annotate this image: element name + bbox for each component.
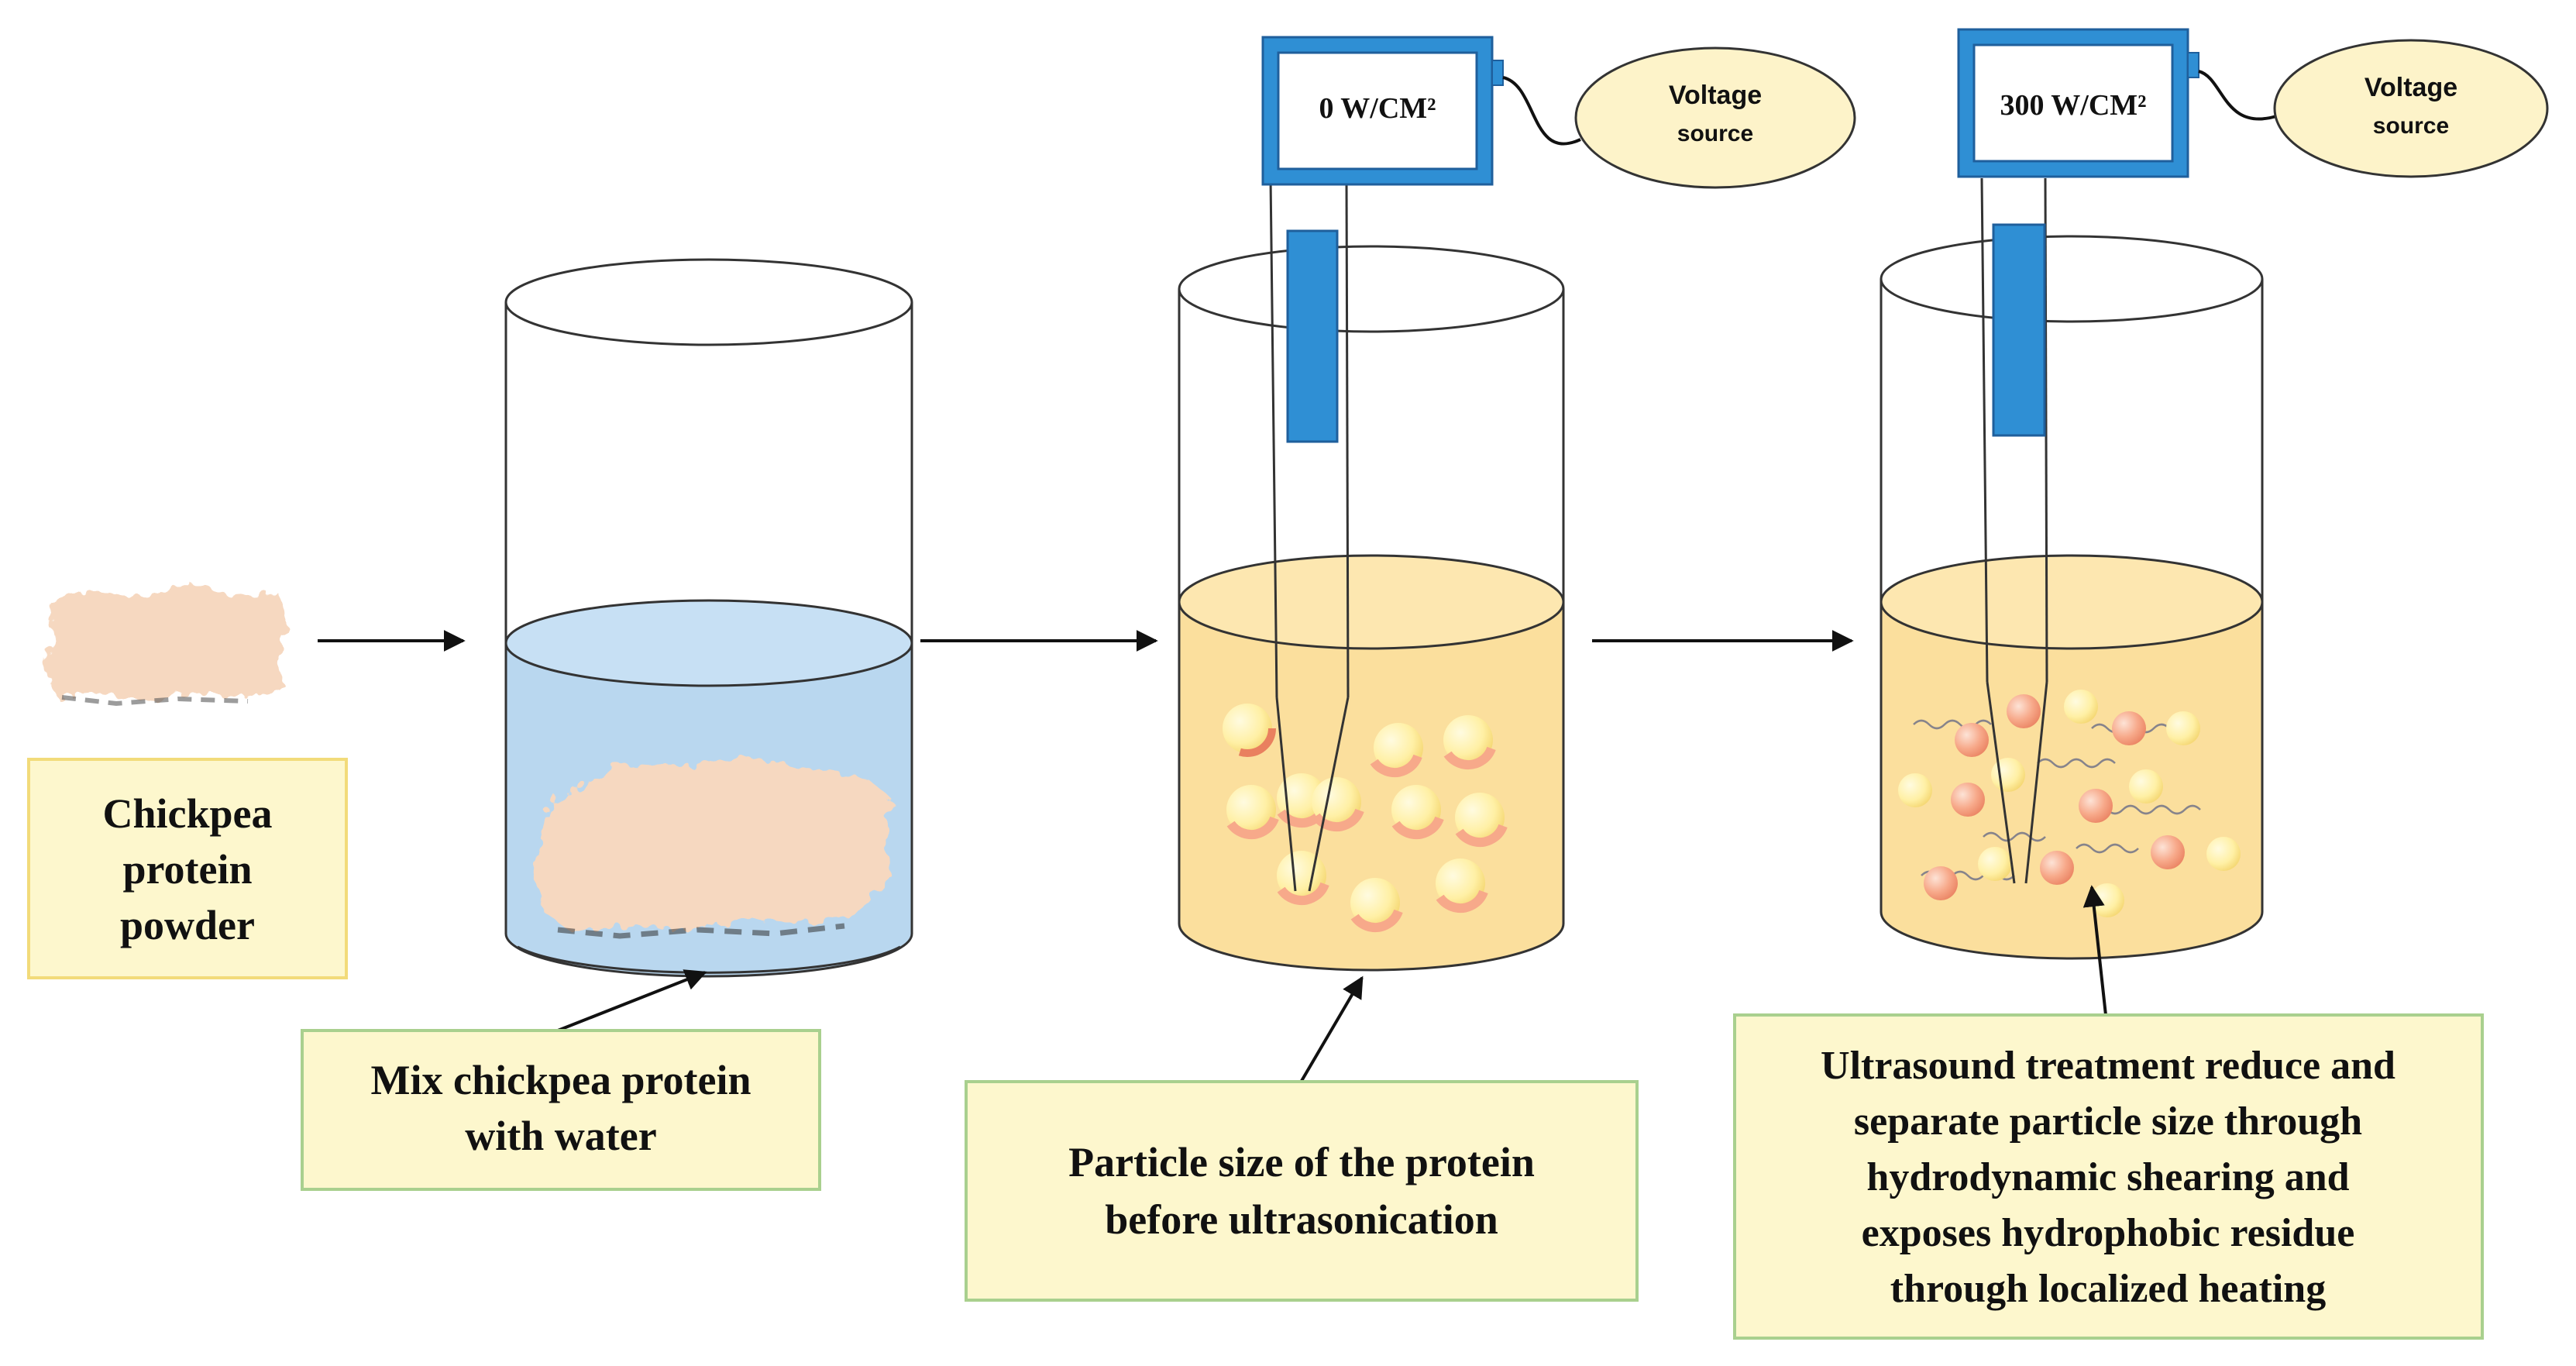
particle xyxy=(1991,758,2025,792)
pointer-before xyxy=(1300,975,1364,1082)
particle xyxy=(1436,858,1485,908)
particle xyxy=(1226,785,1276,834)
particle xyxy=(1350,878,1400,927)
beaker-water-mix xyxy=(504,258,913,978)
particle xyxy=(2129,769,2163,803)
particle xyxy=(1219,700,1276,757)
particle xyxy=(1898,773,1932,807)
chickpea-powder-pile xyxy=(45,583,288,707)
before-label-line-1: Particle size of the protein xyxy=(1068,1139,1535,1185)
beaker-before-ultrasound xyxy=(1178,245,1565,972)
powder-label-line-1: Chickpea xyxy=(102,790,272,837)
particle xyxy=(1443,715,1493,765)
ultrasound-device-0w: 0 W/CM² xyxy=(1261,36,1581,443)
particle xyxy=(1455,793,1505,842)
ultrasound-device-300w: 300 W/CM² xyxy=(1957,28,2277,437)
particle xyxy=(2166,711,2200,745)
pointer-mix xyxy=(557,969,707,1032)
after-label-line-4: exposes hydrophobic residue xyxy=(1862,1211,2355,1255)
particle xyxy=(1346,873,1405,932)
label-mix: Mix chickpea protein with water xyxy=(301,1029,821,1191)
label-chickpea-powder: Chickpea protein powder xyxy=(27,758,348,979)
particle xyxy=(1365,718,1424,777)
particle xyxy=(1272,846,1331,905)
particle xyxy=(2040,851,2074,885)
particle xyxy=(1951,783,1985,817)
particle xyxy=(1450,788,1509,847)
device-300w-display: 300 W/CM² xyxy=(2000,89,2146,122)
probe-horn-2 xyxy=(1992,223,2046,437)
particle xyxy=(2079,789,2113,823)
particle xyxy=(1307,772,1366,831)
particle xyxy=(1387,780,1446,839)
after-label-line-1: Ultrasound treatment reduce and xyxy=(1821,1044,2395,1088)
probe-horn-1 xyxy=(1286,229,1339,443)
probe-wires-1 xyxy=(1269,177,1350,892)
after-label-line-2: separate particle size through xyxy=(1854,1099,2362,1144)
particle xyxy=(2206,837,2241,871)
label-before: Particle size of the protein before ultr… xyxy=(965,1080,1639,1302)
powder-in-water xyxy=(535,755,891,934)
particle xyxy=(1978,847,2012,881)
particle xyxy=(1431,854,1490,913)
beaker-after-ultrasound xyxy=(1880,235,2264,960)
particles-small xyxy=(1898,690,2241,917)
powder-label-line-3: powder xyxy=(120,902,255,948)
voltage-source-1: Voltage source xyxy=(1574,46,1856,189)
mix-label-line-2: with water xyxy=(465,1113,656,1159)
mix-label-line-1: Mix chickpea protein xyxy=(371,1057,751,1103)
before-label-line-2: before ultrasonication xyxy=(1105,1196,1498,1243)
particle xyxy=(2007,694,2041,728)
pointer-after xyxy=(2082,885,2107,1016)
after-label-line-5: through localized heating xyxy=(1890,1267,2326,1311)
label-after: Ultrasound treatment reduce and separate… xyxy=(1733,1013,2484,1340)
particle xyxy=(2112,711,2146,745)
voltage-source-2-line-2: source xyxy=(2373,113,2449,139)
voltage-source-2-line-1: Voltage xyxy=(2364,73,2457,102)
particle xyxy=(2151,835,2185,869)
particle xyxy=(1439,711,1498,769)
voltage-source-1-line-1: Voltage xyxy=(1669,81,1762,110)
particles-large xyxy=(1219,700,1509,932)
particle xyxy=(1222,780,1281,839)
after-label-line-3: hydrodynamic shearing and xyxy=(1866,1155,2349,1199)
particle xyxy=(1924,866,1958,900)
powder-label-line-2: protein xyxy=(122,846,252,893)
particle xyxy=(1391,785,1441,834)
device-0w-display: 0 W/CM² xyxy=(1319,92,1436,125)
particle xyxy=(1955,723,1989,757)
voltage-source-2: Voltage source xyxy=(2273,39,2549,178)
particle xyxy=(2064,690,2098,724)
voltage-source-1-line-2: source xyxy=(1677,121,1753,146)
